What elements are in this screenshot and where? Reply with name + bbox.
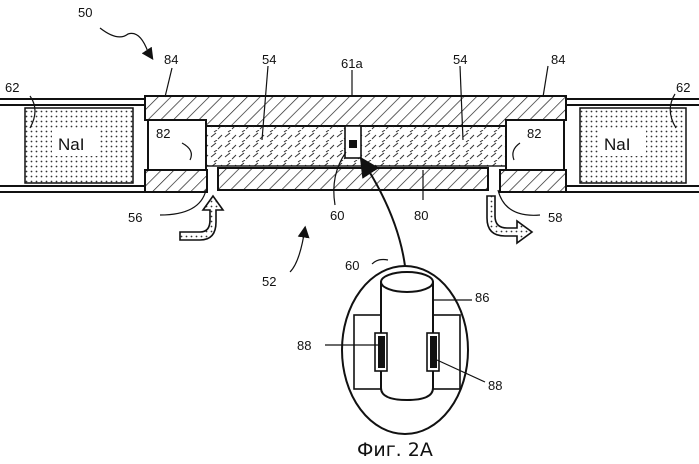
label-56: 56: [128, 210, 142, 225]
figure-caption: Фиг. 2А: [357, 439, 433, 461]
label-62-right: 62: [676, 80, 690, 95]
label-62-left: 62: [5, 80, 19, 95]
label-84-left: 84: [164, 52, 178, 67]
label-58: 58: [548, 210, 562, 225]
nai-detector-left: NaI: [25, 108, 133, 183]
label-86: 86: [475, 290, 489, 305]
label-60-detail: 60: [345, 258, 359, 273]
label-80: 80: [414, 208, 428, 223]
sensor-60: [345, 126, 361, 158]
label-61a: 61a: [341, 56, 363, 71]
nai-left-label: NaI: [58, 135, 84, 154]
label-50: 50: [78, 5, 92, 20]
inlet-arrow: [180, 196, 223, 240]
label-60-housing: 60: [330, 208, 344, 223]
label-52: 52: [262, 274, 276, 289]
label-54-right: 54: [453, 52, 467, 67]
label-88-right: 88: [488, 378, 502, 393]
label-82-right: 82: [527, 126, 541, 141]
label-88-left: 88: [297, 338, 311, 353]
label-84-right: 84: [551, 52, 565, 67]
label-54-left: 54: [262, 52, 276, 67]
nai-right-label: NaI: [604, 135, 630, 154]
label-82-left: 82: [156, 126, 170, 141]
nai-detector-right: NaI: [580, 108, 686, 183]
detail-callout: [342, 266, 468, 434]
outlet-arrow: [487, 196, 532, 243]
